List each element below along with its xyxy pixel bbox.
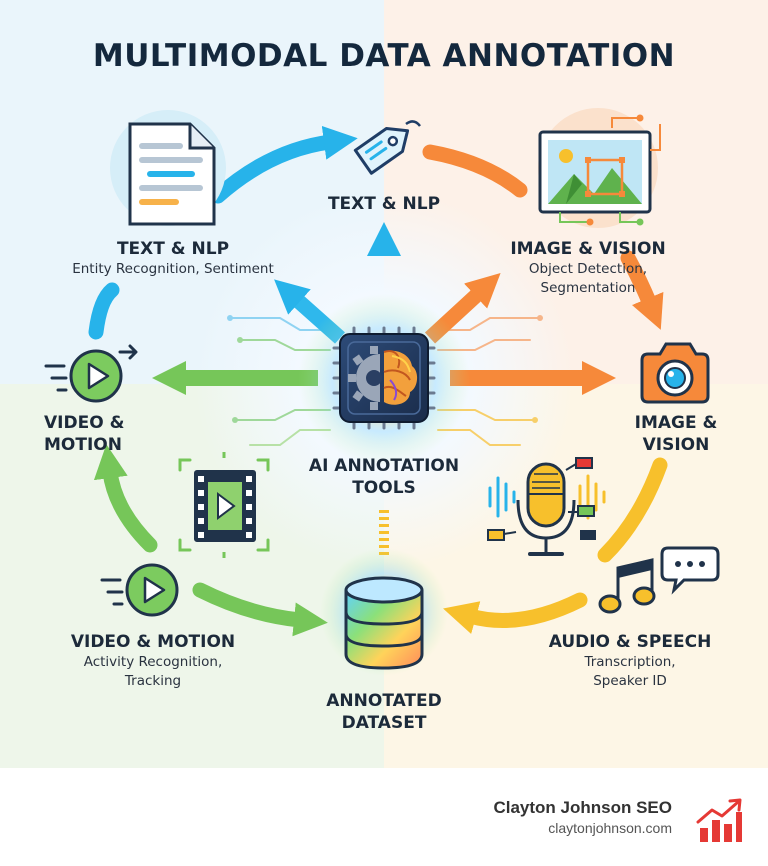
hub-title-2: TOOLS — [352, 478, 416, 498]
microphone-icon — [487, 457, 606, 556]
cycle-arrow-yellow — [597, 457, 668, 563]
brand-name: Clayton Johnson SEO — [493, 798, 672, 817]
node-image-top-title: IMAGE & VISION — [510, 239, 666, 259]
node-text-left-title: TEXT & NLP — [116, 239, 230, 259]
node-text-left: TEXT & NLP Entity Recognition, Sentiment — [48, 238, 298, 279]
chat-bubble-icon — [660, 546, 720, 595]
cycle-arrow-blue-left — [88, 282, 120, 340]
node-image-top: IMAGE & VISION Object Detection, Segment… — [488, 238, 688, 298]
node-video-left-title-2: MOTION — [44, 435, 122, 455]
film-strip-icon — [178, 452, 270, 558]
play-circle-icon-2 — [100, 563, 179, 617]
page-title: MULTIMODAL DATA ANNOTATION — [92, 38, 676, 74]
node-audio: AUDIO & SPEECH Transcription, Speaker ID — [530, 631, 730, 691]
node-video-bottom: VIDEO & MOTION Activity Recognition, Tra… — [46, 631, 260, 691]
node-video-bottom-subtitle-2: Tracking — [124, 673, 182, 689]
node-text-top-title: TEXT & NLP — [327, 194, 441, 214]
node-audio-subtitle-1: Transcription, — [584, 654, 676, 670]
dataset-title-2: DATASET — [341, 713, 427, 733]
node-text-left-subtitle: Entity Recognition, Sentiment — [72, 261, 274, 277]
footer — [0, 768, 768, 866]
cycle-arrow-green-left — [93, 444, 158, 553]
node-image-top-subtitle-2: Segmentation — [540, 280, 636, 296]
dataset-label: ANNOTATED DATASET — [294, 690, 474, 734]
cycle-arrow-orange-right — [620, 250, 664, 330]
document-icon — [110, 110, 226, 226]
hub-title-1: AI ANNOTATION — [308, 456, 460, 476]
node-video-left-title-1: VIDEO & — [44, 413, 125, 433]
dataset-title-1: ANNOTATED — [326, 691, 442, 711]
node-text-top: TEXT & NLP — [294, 193, 474, 215]
tag-icon — [353, 127, 410, 175]
hub-label: AI ANNOTATION TOOLS — [294, 455, 474, 499]
node-audio-subtitle-2: Speaker ID — [593, 673, 667, 689]
cycle-arrow-yellow-bottom — [443, 592, 588, 634]
node-video-bottom-title: VIDEO & MOTION — [70, 632, 236, 652]
node-image-right: IMAGE & VISION — [616, 412, 736, 456]
node-video-bottom-subtitle-1: Activity Recognition, — [83, 654, 223, 670]
node-image-right-title-1: IMAGE & — [634, 413, 718, 433]
brand-url-link[interactable]: claytonjohnson.com — [548, 820, 672, 836]
cycle-arrow-green-bottom — [192, 582, 328, 637]
image-frame-icon — [538, 108, 661, 228]
growth-chart-icon — [696, 798, 742, 842]
cycle-arrow-orange-top — [422, 144, 528, 198]
node-audio-title: AUDIO & SPEECH — [548, 632, 712, 652]
diagram-art — [44, 108, 720, 676]
play-circle-icon — [44, 344, 138, 403]
chip-brain-icon — [332, 326, 436, 430]
node-image-right-title-2: VISION — [642, 435, 710, 455]
node-image-top-subtitle-1: Object Detection, — [528, 261, 648, 277]
node-video-left: VIDEO & MOTION — [44, 412, 154, 456]
music-note-icon — [598, 558, 656, 614]
cycle-arrow-blue — [210, 125, 358, 204]
database-icon — [320, 548, 448, 676]
camera-icon — [640, 342, 710, 404]
